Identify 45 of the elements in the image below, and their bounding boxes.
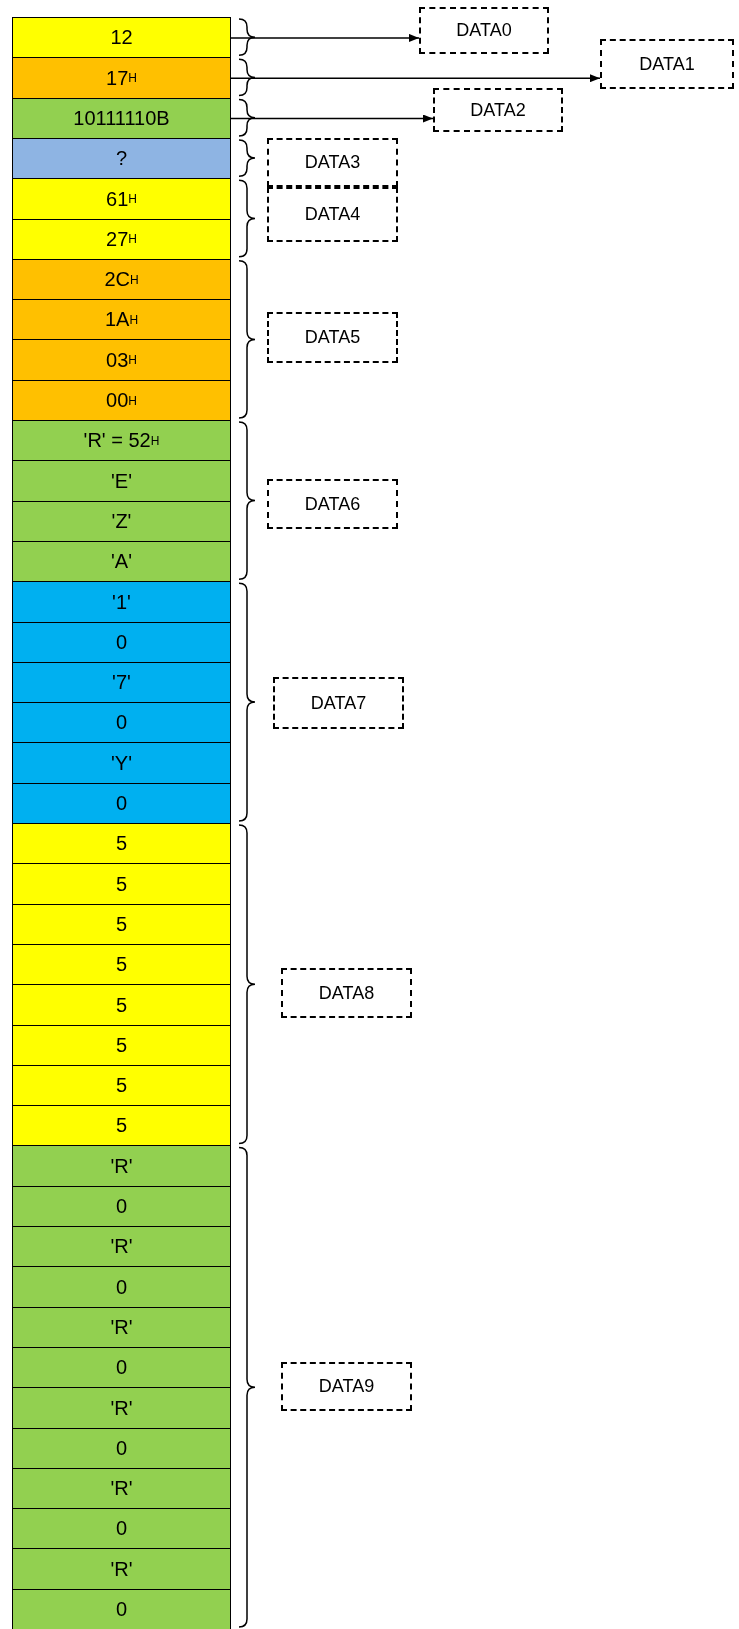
data-label-box: DATA1 [600, 39, 734, 89]
memory-cell: '1' [12, 581, 231, 623]
arrow [230, 74, 601, 83]
memory-cell: 5 [12, 903, 231, 946]
memory-cell: 'R' [12, 1145, 231, 1188]
memory-cell: 'Y' [12, 742, 231, 785]
memory-cell: 'R' [12, 1387, 231, 1429]
data-label-box: DATA7 [273, 677, 404, 729]
memory-cell: 0 [12, 1588, 231, 1629]
memory-cell: 'R' [12, 1467, 231, 1510]
arrow [230, 114, 434, 123]
memory-cell: 5 [12, 823, 231, 865]
memory-cell: 10111110B [12, 97, 231, 140]
data-label-box: DATA4 [267, 187, 398, 242]
memory-cell: 0 [12, 782, 231, 825]
memory-cell: 0 [12, 621, 231, 664]
data-label-box: DATA9 [281, 1362, 412, 1411]
memory-cell: ? [12, 137, 231, 180]
data-label-box: DATA3 [267, 138, 398, 187]
memory-cell: 5 [12, 943, 231, 986]
memory-cell: 5 [12, 984, 231, 1026]
memory-cell: 'Z' [12, 500, 231, 543]
data-label-box: DATA5 [267, 312, 398, 363]
data-label-box: DATA8 [281, 968, 412, 1018]
memory-cell: 0 [12, 1266, 231, 1309]
memory-cell: 'E' [12, 460, 231, 503]
memory-cell: 'R' [12, 1548, 231, 1591]
memory-cell: 12 [12, 17, 231, 59]
memory-cell: 0 [12, 1427, 231, 1470]
memory-cell: 5 [12, 1064, 231, 1107]
memory-cell: 'A' [12, 540, 231, 583]
memory-cell: 0 [12, 1185, 231, 1228]
memory-cell: 'R' [12, 1306, 231, 1349]
memory-cell: 0 [12, 702, 231, 744]
memory-cell: 'R' [12, 1226, 231, 1268]
memory-cell: 5 [12, 863, 231, 906]
memory-cell: 0 [12, 1346, 231, 1389]
memory-cell: 5 [12, 1024, 231, 1067]
data-label-box: DATA0 [419, 7, 549, 54]
memory-cell: '7' [12, 661, 231, 704]
arrow [230, 33, 420, 42]
memory-cell: 0 [12, 1508, 231, 1550]
data-label-box: DATA6 [267, 479, 398, 529]
memory-cell: 5 [12, 1105, 231, 1147]
data-label-box: DATA2 [433, 88, 563, 132]
